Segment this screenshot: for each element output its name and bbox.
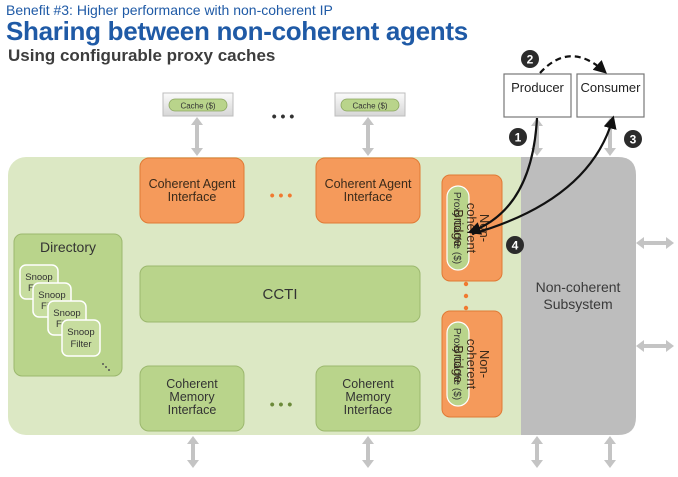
- svg-text:Memory: Memory: [345, 390, 391, 404]
- svg-text:Snoop: Snoop: [38, 290, 65, 301]
- consumer-box: Consumer: [576, 73, 645, 118]
- agent-1-label-line1: Coherent Agent: [149, 177, 236, 191]
- svg-text:Coherent: Coherent: [342, 377, 394, 391]
- snoop-filter-4: Snoop Filter: [61, 319, 101, 357]
- subsystem-label-line2: Subsystem: [543, 296, 612, 312]
- arrow-memory-2: [362, 436, 374, 468]
- bridge-dots: [463, 281, 469, 311]
- svg-text:Fi: Fi: [28, 283, 36, 294]
- arrow-cache-2: [362, 117, 374, 156]
- agent-2-label-line1: Coherent Agent: [325, 177, 412, 191]
- agent-ellipsis: • • •: [270, 187, 293, 203]
- arrow-subsystem-bottom-2: [604, 436, 616, 468]
- arrow-subsystem-bottom-1: [531, 436, 543, 468]
- directory-more-dots: [102, 363, 110, 371]
- memory-ellipsis: • • •: [270, 396, 293, 412]
- arrow-cache-1: [191, 117, 203, 156]
- svg-text:Filter: Filter: [70, 339, 91, 350]
- svg-text:Snoop: Snoop: [25, 272, 52, 283]
- svg-text:Fi: Fi: [56, 319, 64, 330]
- non-coherent-subsystem: [521, 157, 636, 435]
- arrow-right-2: [636, 340, 674, 352]
- page-subtitle: Using configurable proxy caches: [8, 46, 276, 65]
- notify-dashed-arrow: [539, 55, 607, 74]
- proxy-cache-1-label: Proxy Cache ($): [451, 192, 462, 264]
- benefit-heading: Benefit #3: Higher performance with non-…: [6, 2, 333, 18]
- arrow-right-1: [636, 237, 674, 249]
- coherent-agent-interface-1: Coherent Agent Interface: [139, 157, 245, 224]
- svg-text:Snoop: Snoop: [53, 308, 80, 319]
- producer-label: Producer: [511, 80, 564, 95]
- directory-label: Directory: [40, 239, 96, 255]
- svg-text:Non-: Non-: [477, 214, 492, 242]
- top-ellipsis: • • •: [272, 108, 295, 124]
- directory-block: Directory Snoop Fi Snoop Fi Snoop Fi Sno…: [13, 233, 123, 377]
- subsystem-label-line1: Non-coherent: [536, 279, 621, 295]
- page-title: Sharing between non-coherent agents: [6, 16, 468, 46]
- ccti-label: CCTI: [263, 286, 298, 303]
- coherent-memory-interface-1: Coherent Memory Interface: [139, 365, 245, 432]
- top-cache-2: Cache ($): [334, 92, 406, 117]
- svg-text:1: 1: [515, 131, 522, 145]
- agent-1-label-line2: Interface: [168, 190, 217, 204]
- producer-write-arrow: [467, 117, 539, 235]
- top-cache-2-label: Cache ($): [352, 102, 387, 111]
- proxy-cache-2-label: Proxy Cache ($): [451, 328, 462, 400]
- svg-text:Memory: Memory: [169, 390, 215, 404]
- svg-text:2: 2: [527, 53, 534, 67]
- step-1-badge: 1: [509, 128, 527, 146]
- svg-text:Interface: Interface: [344, 403, 393, 417]
- top-cache-1: Cache ($): [162, 92, 234, 117]
- step-4-badge: 4: [506, 236, 524, 254]
- svg-text:Snoop: Snoop: [67, 327, 94, 338]
- producer-box: Producer: [503, 73, 572, 118]
- ccti-block: CCTI: [139, 265, 421, 323]
- agent-2-label-line2: Interface: [344, 190, 393, 204]
- svg-text:coherent: coherent: [464, 339, 479, 390]
- coherent-memory-interface-2: Coherent Memory Interface: [315, 365, 421, 432]
- svg-text:3: 3: [630, 133, 637, 147]
- svg-text:Bridge: Bridge: [451, 209, 466, 247]
- step-3-badge: 3: [624, 130, 642, 148]
- arrow-memory-1: [187, 436, 199, 468]
- svg-text:Coherent: Coherent: [166, 377, 218, 391]
- coherent-agent-interface-2: Coherent Agent Interface: [315, 157, 421, 224]
- step-2-badge: 2: [521, 50, 539, 68]
- consumer-read-arrow: [471, 115, 617, 236]
- svg-text:4: 4: [512, 239, 519, 253]
- consumer-label: Consumer: [581, 80, 642, 95]
- svg-text:Interface: Interface: [168, 403, 217, 417]
- non-coherent-bridge-2: Proxy Cache ($) Non- coherent Bridge: [441, 310, 503, 418]
- svg-text:Non-: Non-: [477, 350, 492, 378]
- top-cache-1-label: Cache ($): [180, 102, 215, 111]
- svg-text:Fi: Fi: [41, 301, 49, 312]
- svg-text:Bridge: Bridge: [451, 345, 466, 383]
